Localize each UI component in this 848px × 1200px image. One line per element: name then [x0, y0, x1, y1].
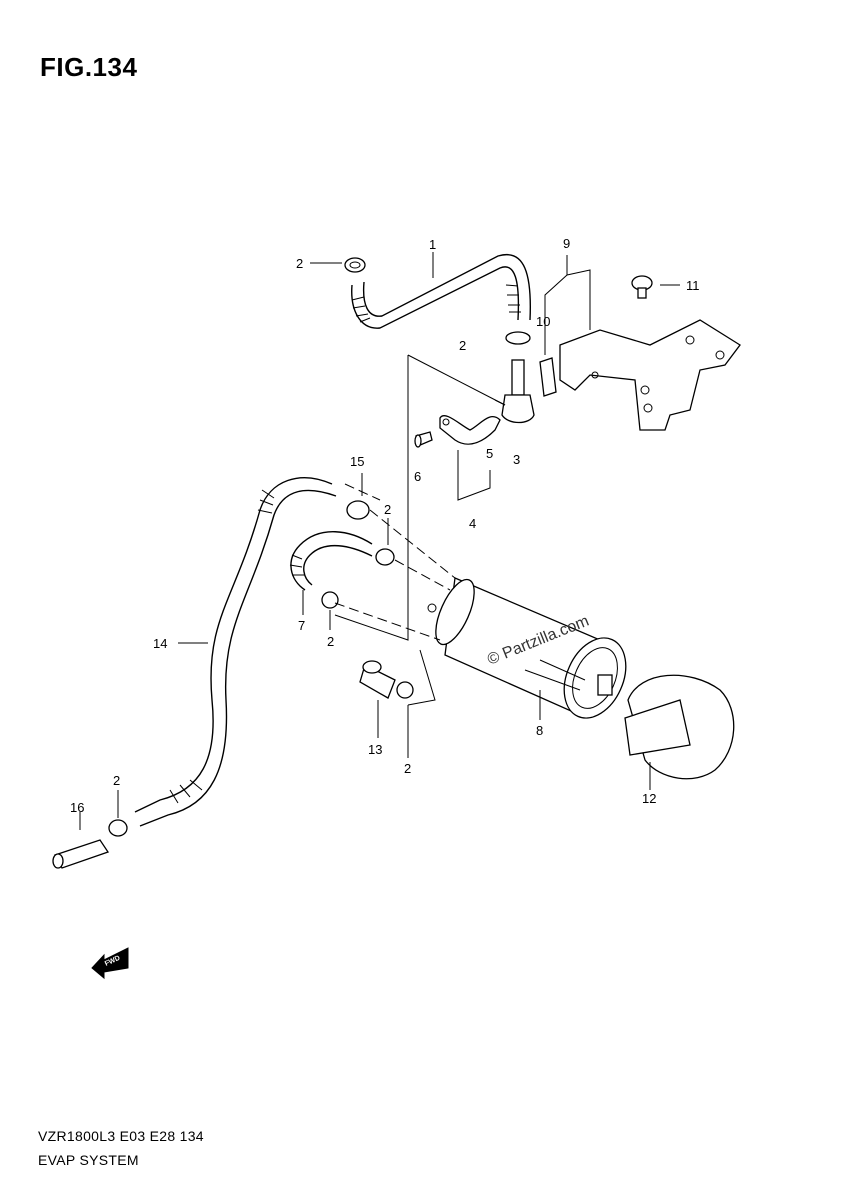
callout-12: 12	[642, 791, 656, 806]
callout-14: 14	[153, 636, 167, 651]
callout-8: 8	[536, 723, 543, 738]
callout-3: 3	[513, 452, 520, 467]
callout-2: 2	[327, 634, 334, 649]
hose-7[interactable]	[289, 531, 373, 591]
bracket-9[interactable]	[559, 319, 741, 431]
clamp-2-left[interactable]	[108, 819, 128, 837]
clamp-2-lower[interactable]	[321, 591, 339, 609]
callout-2: 2	[296, 256, 303, 271]
callout-6: 6	[414, 469, 421, 484]
hose-1[interactable]	[351, 253, 532, 329]
callout-2: 2	[113, 773, 120, 788]
model-code: VZR1800L3 E03 E28 134	[38, 1128, 204, 1144]
hose-14[interactable]	[134, 477, 337, 827]
callout-5: 5	[486, 446, 493, 461]
bolt-11[interactable]	[631, 275, 653, 299]
hose-13[interactable]	[359, 660, 396, 699]
callout-10: 10	[536, 314, 550, 329]
callout-2: 2	[384, 502, 391, 517]
clamp-2-valve[interactable]	[505, 331, 531, 345]
callout-1: 1	[429, 237, 436, 252]
callout-16: 16	[70, 800, 84, 815]
clamp-15[interactable]	[346, 500, 370, 520]
clamp-2-bottom[interactable]	[396, 681, 414, 699]
fwd-arrow-icon: FWD	[91, 947, 129, 980]
callout-11: 11	[686, 278, 700, 293]
bracket-5[interactable]	[439, 415, 501, 445]
screw-6[interactable]	[414, 431, 433, 448]
clip-10[interactable]	[539, 357, 557, 397]
callout-2: 2	[459, 338, 466, 353]
callout-9: 9	[563, 236, 570, 251]
leader-lines	[79, 252, 680, 830]
figure-title: FIG.134	[40, 52, 138, 82]
clamp-2-top[interactable]	[344, 257, 366, 273]
connector-16[interactable]	[52, 839, 110, 869]
callout-13: 13	[368, 742, 382, 757]
section-title: EVAP SYSTEM	[38, 1152, 139, 1168]
clamp-2-mid[interactable]	[375, 548, 395, 566]
valve-3[interactable]	[494, 359, 535, 424]
callout-4: 4	[469, 516, 476, 531]
cover-12[interactable]	[624, 674, 735, 780]
callout-7: 7	[298, 618, 305, 633]
canister-8[interactable]	[427, 574, 638, 727]
callout-15: 15	[350, 454, 364, 469]
callout-2: 2	[404, 761, 411, 776]
